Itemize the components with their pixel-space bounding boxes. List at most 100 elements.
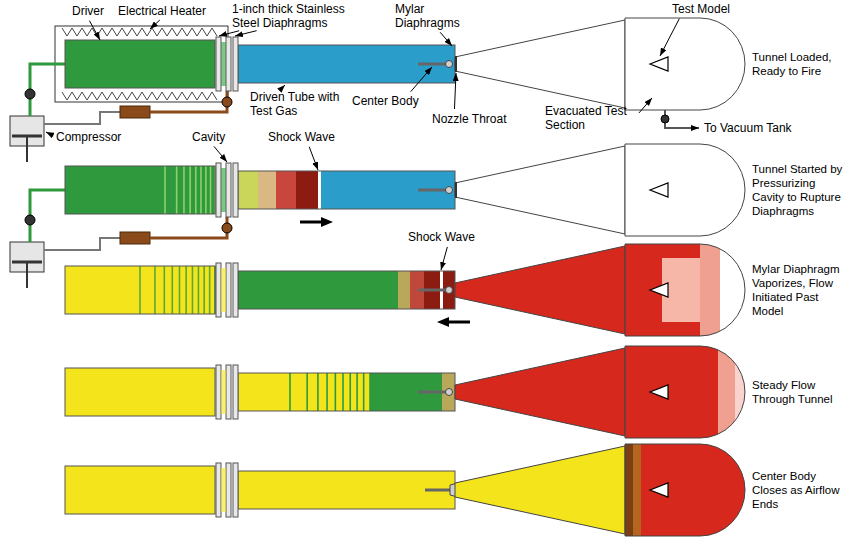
flow-stripe: [356, 373, 358, 411]
leader-line: [454, 73, 456, 109]
stage-caption: Steady Flow Through Tunnel: [752, 378, 848, 406]
diaphragm-flange: [226, 263, 231, 317]
flow-stripe: [139, 266, 141, 314]
diaphragm-flange: [226, 365, 231, 419]
test-section: [625, 244, 745, 336]
driver-outline: [65, 466, 215, 514]
flow-region: [625, 240, 700, 340]
flow-stripe: [164, 166, 166, 214]
stage-caption: Center Body Closes as Airflow Ends: [752, 469, 848, 511]
driven-tube: [276, 171, 296, 209]
test-section-fill: [625, 342, 745, 442]
center-body: [418, 391, 448, 394]
test-section: [625, 144, 745, 236]
driven-tube: [258, 171, 276, 209]
driver-outline: [65, 368, 215, 416]
center-body-head: [446, 389, 453, 396]
flow-region: [633, 440, 641, 540]
part-label: 1-inch thick Stainless Steel Diaphragms: [232, 2, 357, 30]
flow-region: [625, 440, 745, 540]
driver-tube: [65, 466, 215, 514]
part-label: Center Body: [352, 94, 419, 108]
part-label: To Vacuum Tank: [704, 121, 792, 135]
part-label: Driver: [72, 4, 104, 18]
flow-stripe: [369, 373, 371, 411]
diaphragm-flange: [233, 37, 238, 91]
driven-outline: [238, 471, 455, 509]
pressure-vessel: [120, 232, 150, 244]
leader-line: [235, 31, 257, 36]
flow-stripe: [195, 166, 197, 214]
piston-rod: [26, 136, 28, 162]
leader-line: [411, 67, 432, 92]
flow-stripe: [342, 373, 344, 411]
diaphragm-flange: [216, 163, 221, 217]
flow-region: [625, 14, 745, 114]
flow-region: [625, 140, 745, 240]
leader-line: [639, 98, 652, 113]
test-model: [650, 283, 668, 297]
test-section-fill: [625, 140, 745, 240]
tunnel-stage: [65, 342, 745, 442]
leader-line: [89, 21, 100, 40]
center-body: [418, 189, 448, 192]
leader-line: [150, 20, 160, 29]
driver-tube: [65, 40, 215, 88]
flow-stripe: [335, 373, 337, 411]
flow-stripe: [363, 373, 365, 411]
flow-stripe: [179, 266, 181, 314]
cavity-pipe: [44, 112, 120, 124]
driver-gas-pipe: [30, 190, 65, 242]
flow-stripe: [171, 266, 173, 314]
nozzle: [455, 348, 625, 436]
flow-stripe: [164, 266, 166, 314]
stage-caption: Tunnel Loaded, Ready to Fire: [752, 50, 848, 78]
part-label: Nozzle Throat: [432, 112, 506, 126]
part-label: Electrical Heater: [118, 4, 206, 18]
valve: [25, 215, 35, 225]
part-label: Shock Wave: [268, 130, 335, 144]
flow-stripe: [192, 266, 194, 314]
cavity: [221, 468, 226, 512]
driven-outline: [238, 45, 455, 83]
driven-outline: [238, 373, 455, 411]
leader-lines: [46, 19, 679, 270]
flow-stripe: [176, 166, 178, 214]
valve: [25, 89, 35, 99]
leader-line: [46, 132, 53, 136]
driver-gas-pipe: [30, 64, 65, 116]
center-body-head: [446, 187, 453, 194]
nozzle: [455, 446, 625, 534]
flow-stripe: [200, 166, 202, 214]
flow-stripe: [189, 166, 191, 214]
flow-stripe: [349, 373, 351, 411]
test-section-fill: [625, 240, 745, 340]
diaphragm-flange: [233, 365, 238, 419]
flow-region: [625, 342, 718, 442]
driver-outline: [65, 266, 215, 314]
center-body: [418, 289, 448, 292]
center-body: [418, 63, 448, 66]
motion-arrow: [300, 221, 323, 224]
nozzle: [455, 246, 625, 334]
flow-region: [720, 240, 745, 340]
flow-stripe: [154, 266, 156, 314]
leader-line: [440, 32, 452, 46]
flow-stripe: [203, 266, 205, 314]
shock-wave: [318, 171, 321, 209]
driven-tube: [296, 171, 318, 209]
mylar-diaphragm: [455, 56, 457, 72]
flow-stripe: [185, 266, 187, 314]
diaphragm-flange: [216, 365, 221, 419]
test-model: [650, 183, 668, 197]
valve: [222, 97, 232, 107]
diaphragm-flange: [233, 463, 238, 517]
stage-caption: Mylar Diaphragm Vaporizes, Flow Initiate…: [752, 262, 848, 318]
cavity-pipe: [150, 217, 227, 238]
diaphragm-flange: [216, 463, 221, 517]
flow-stripe: [317, 373, 319, 411]
driven-tube: [398, 271, 410, 309]
diaphragm-flange: [233, 163, 238, 217]
driver-tube: [65, 166, 215, 214]
